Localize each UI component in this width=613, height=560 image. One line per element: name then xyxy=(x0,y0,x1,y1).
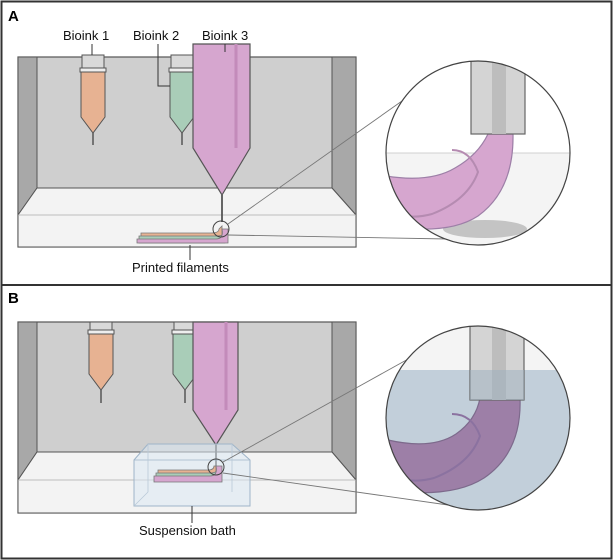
printed-filaments-caption: Printed filaments xyxy=(132,260,229,275)
bioink-2-syringe xyxy=(168,54,196,145)
printer-chamber-a xyxy=(17,56,357,248)
panel-a: A Bioink 1 xyxy=(8,8,571,275)
panel-b: B xyxy=(8,290,571,538)
bioink-1-syringe xyxy=(79,54,107,145)
bioink-3-syringe-b xyxy=(192,321,239,466)
panel-a-letter: A xyxy=(8,8,19,25)
bioink-3-syringe xyxy=(192,43,251,222)
bioink-1-syringe-b xyxy=(87,321,115,403)
panel-b-letter: B xyxy=(8,290,19,307)
bioink-2-label: Bioink 2 xyxy=(133,28,179,43)
bioink-3-label: Bioink 3 xyxy=(202,28,248,43)
magnifier-spot-b xyxy=(207,458,225,476)
magnifier-spot-a xyxy=(212,220,230,238)
suspension-bath-caption: Suspension bath xyxy=(139,523,236,538)
bioink-1-label: Bioink 1 xyxy=(63,28,109,43)
zoom-inset-b xyxy=(385,325,571,511)
printed-filaments-b xyxy=(153,465,223,483)
